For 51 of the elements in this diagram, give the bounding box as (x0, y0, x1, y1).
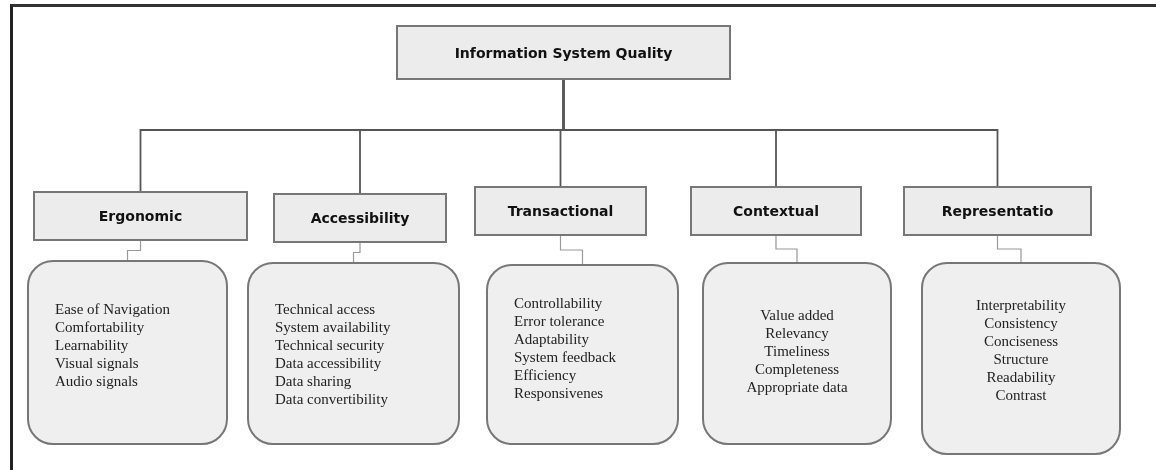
list-item: Technical security (275, 336, 385, 354)
item-list-box (702, 262, 892, 445)
category-box (474, 186, 647, 236)
category-box (690, 186, 862, 236)
list-item: Value added (760, 306, 834, 324)
list-item: Appropriate data (746, 378, 848, 396)
list-item: Learnability (55, 336, 129, 354)
category-box (903, 186, 1092, 236)
list-item: Visual signals (55, 354, 139, 372)
list-item: Consistency (984, 314, 1058, 332)
connector-line (559, 235, 584, 265)
list-item: Controllability (514, 294, 603, 312)
item-list-box (27, 260, 228, 445)
list-item: System feedback (514, 348, 617, 366)
connector-line (562, 79, 999, 187)
connector-line (996, 235, 1022, 263)
list-item: Responsivenes (514, 384, 604, 402)
box-title: Transactional (507, 203, 614, 219)
category-box (33, 191, 248, 241)
connector-line (126, 240, 142, 261)
connector-line (775, 235, 798, 263)
box-title: Ergonomic (98, 208, 183, 224)
list-item: Comfortability (55, 318, 145, 336)
list-item: Readability (986, 368, 1056, 386)
box-title: Representatio (941, 203, 1054, 219)
list-item: Technical access (275, 300, 376, 318)
list-item: Timeliness (764, 342, 830, 360)
list-item: Data accessibility (275, 354, 382, 372)
item-list-box (486, 264, 679, 445)
list-item: Completeness (754, 360, 840, 378)
list-item: Data convertibility (275, 390, 388, 408)
list-item: Relevancy (765, 324, 829, 342)
list-item: System availability (275, 318, 391, 336)
box-title: Information System Quality (454, 44, 673, 61)
list-item: Error tolerance (514, 312, 605, 330)
category-box (273, 193, 447, 243)
item-list-box (921, 262, 1121, 455)
list-item: Interpretability (976, 296, 1066, 314)
item-list-box (247, 262, 460, 445)
connector-line (352, 242, 361, 263)
list-item: Efficiency (514, 366, 577, 384)
list-item: Adaptability (514, 330, 589, 348)
list-item: Ease of Navigation (55, 300, 170, 318)
list-item: Structure (993, 350, 1049, 368)
list-item: Conciseness (983, 332, 1059, 350)
box-title: Contextual (733, 203, 819, 219)
root-box (396, 25, 731, 80)
box-title: Accessibility (310, 210, 410, 226)
list-item: Contrast (995, 386, 1047, 404)
list-item: Data sharing (275, 372, 352, 390)
list-item: Audio signals (55, 372, 138, 390)
